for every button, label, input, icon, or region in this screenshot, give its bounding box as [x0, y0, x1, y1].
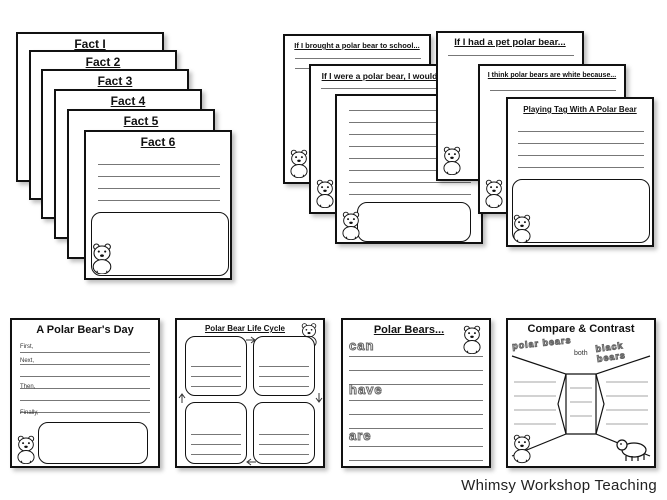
prompt-card-title: If I had a pet polar bear... [454, 37, 566, 48]
card-title: Polar Bear Life Cycle [204, 324, 286, 333]
walking-bear-icon [616, 439, 647, 461]
trace-word: have [349, 382, 383, 398]
fact-card-title: Fact 3 [97, 74, 133, 88]
polar-bear-icon [441, 145, 463, 175]
step-label: Next, [20, 358, 35, 364]
prompt-card-tag[interactable]: Playing Tag With A Polar Bear [506, 97, 654, 247]
arrow-down-icon [315, 393, 323, 403]
step-label: First, [20, 344, 34, 350]
cycle-box [185, 402, 247, 464]
arrow-left-icon [246, 458, 256, 466]
polar-bears-words-card[interactable]: Polar Bears... can have are [341, 318, 491, 468]
life-cycle-card[interactable]: Polar Bear Life Cycle [175, 318, 325, 468]
footer-brand: Whimsy Workshop Teaching [461, 477, 657, 494]
polar-bear-icon [90, 242, 114, 274]
polar-bear-icon [288, 148, 310, 178]
polar-bear-icon [511, 432, 533, 464]
fact-card-title: Fact 6 [140, 135, 176, 149]
step-label: Finally, [20, 410, 39, 416]
drawing-box [357, 202, 471, 242]
card-title: Polar Bears... [373, 324, 445, 336]
fact-card-title: Fact 4 [110, 94, 146, 108]
polar-bear-icon [314, 178, 336, 208]
card-title: A Polar Bear's Day [36, 324, 134, 336]
fact-card-title: Fact 5 [123, 114, 159, 128]
polar-bear-icon [340, 210, 362, 240]
drawing-box [512, 179, 650, 243]
polar-bear-icon [15, 434, 37, 464]
fact-card-title: Fact 2 [85, 55, 121, 69]
fact-card-title: Fact I [74, 37, 106, 51]
compare-contrast-card[interactable]: Compare & Contrast polar bears both blac… [506, 318, 656, 468]
trace-word: can [348, 338, 375, 354]
prompt-card-title: Playing Tag With A Polar Bear [523, 105, 637, 114]
prompt-card-title: If I brought a polar bear to school... [294, 41, 420, 50]
polar-bear-icon [461, 324, 483, 354]
arrow-up-icon [178, 393, 186, 403]
card-title: Compare & Contrast [527, 323, 635, 335]
trace-word: are [349, 428, 372, 444]
step-label: Then, [20, 384, 36, 390]
cycle-box [253, 402, 315, 464]
arrow-right-icon [246, 336, 256, 344]
drawing-box [91, 212, 229, 276]
prompt-card-title: I think polar bears are white because... [487, 72, 617, 79]
polar-bear-icon [511, 213, 533, 243]
drawing-box [38, 422, 148, 464]
fact-card-6[interactable]: Fact 6 [84, 130, 232, 280]
prompt-card-title: If I were a polar bear, I would... [321, 71, 445, 81]
polar-bear-icon [483, 178, 505, 208]
polar-bears-day-card[interactable]: A Polar Bear's Day First, Next, Then, Fi… [10, 318, 160, 468]
compare-middle-label: both [574, 350, 588, 357]
